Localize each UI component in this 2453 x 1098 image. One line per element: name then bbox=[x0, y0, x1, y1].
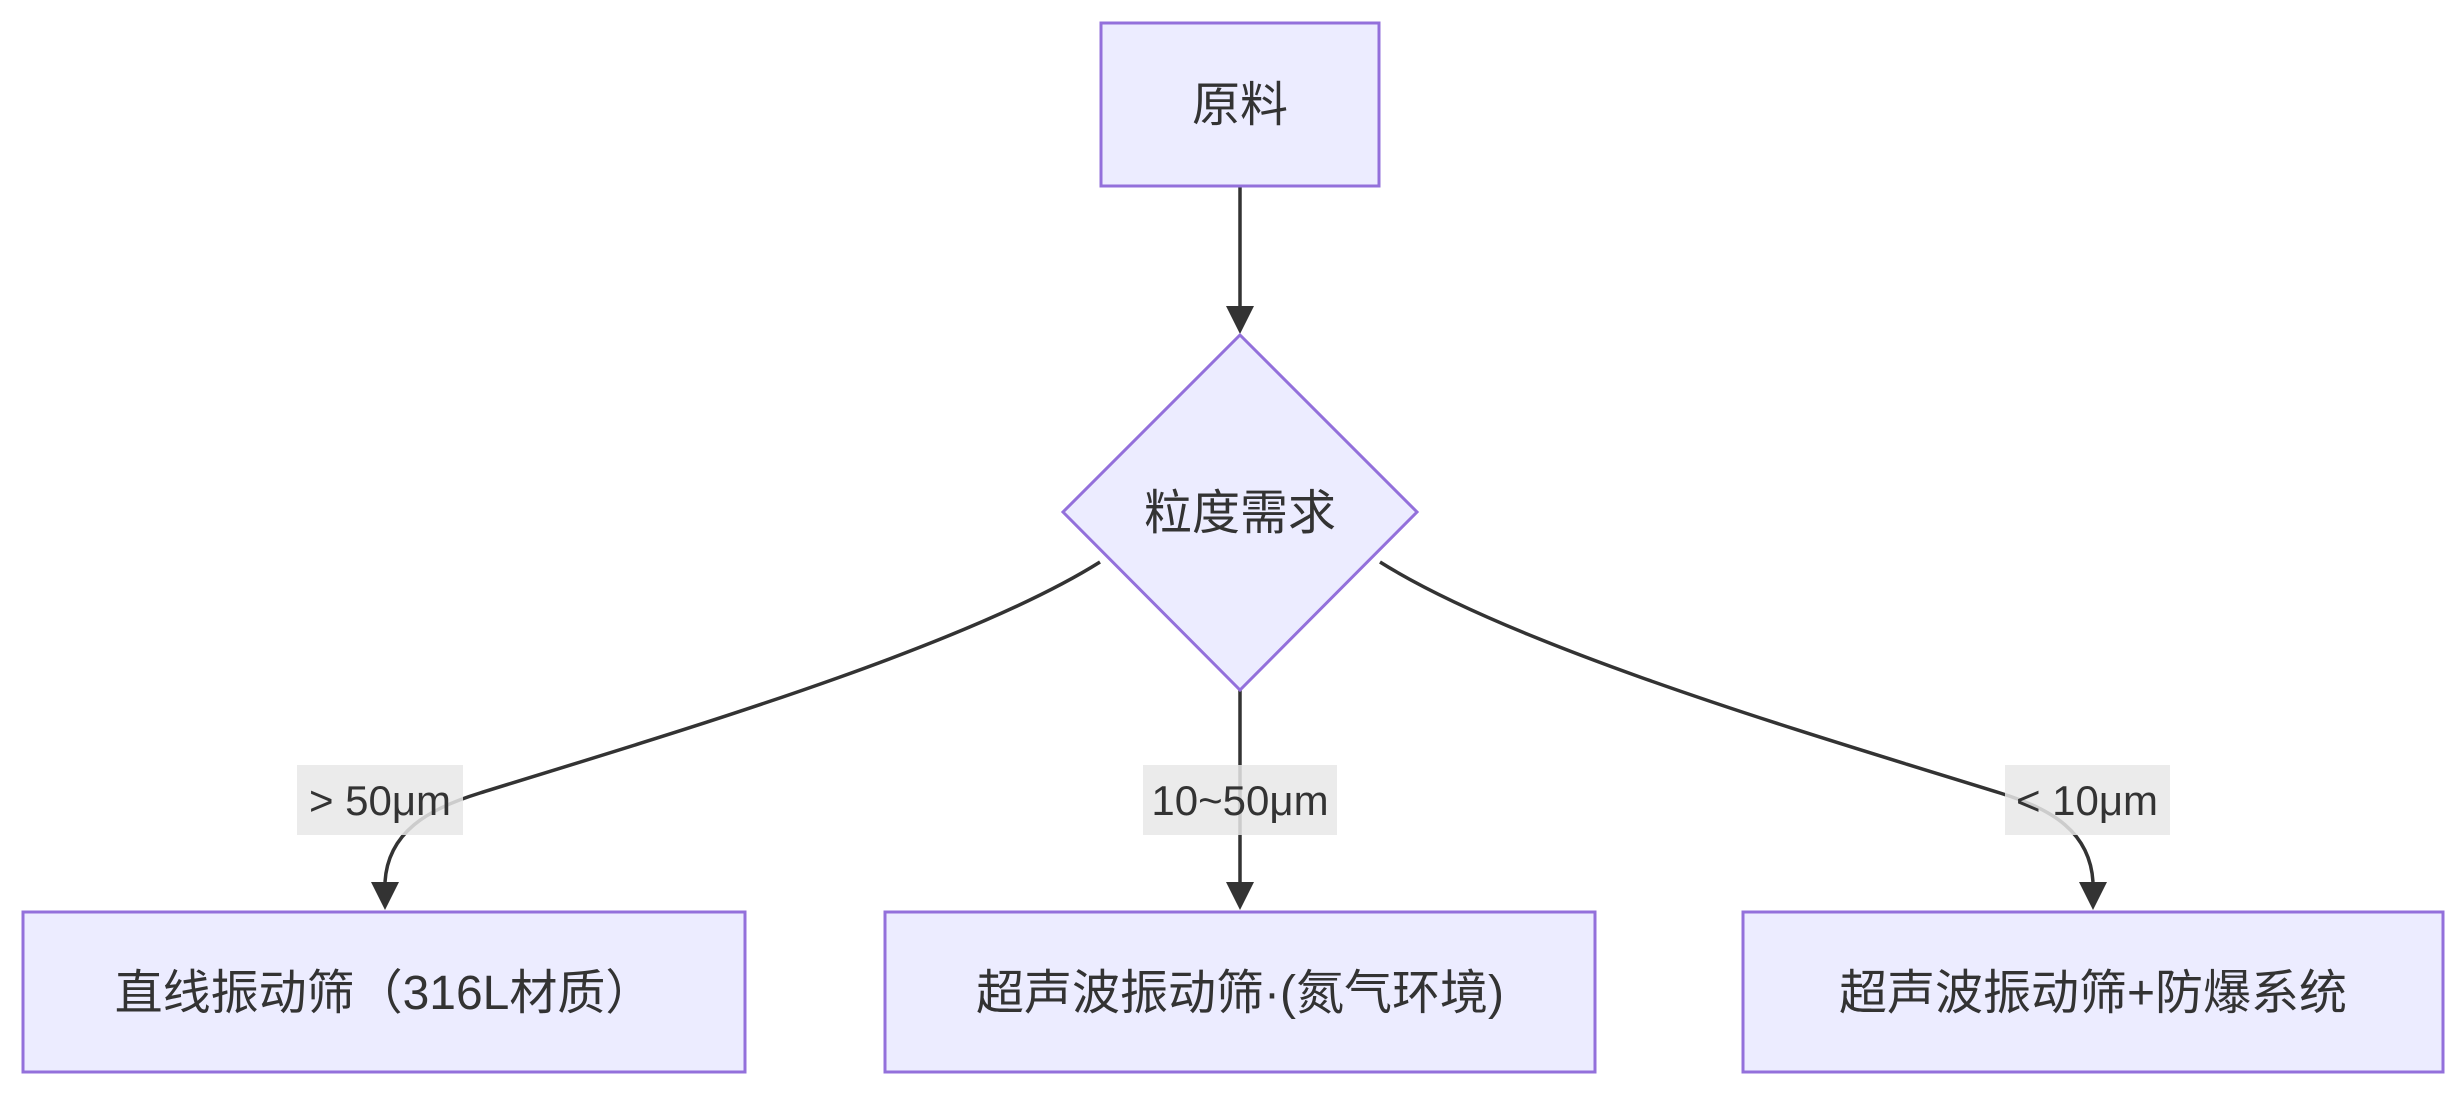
edge-label-background bbox=[2005, 765, 2170, 835]
node-start-shape bbox=[1099, 21, 1381, 188]
node-result-left: 直线振动筛（316L材质） bbox=[21, 910, 747, 1074]
node-start: 原料 bbox=[1099, 21, 1381, 188]
edge-label-10to50: 10~50μm bbox=[1143, 765, 1337, 835]
arrowhead-icon bbox=[1226, 882, 1254, 910]
edge-start-to-decision bbox=[1226, 186, 1254, 334]
edge-label-text: > 50μm bbox=[309, 777, 451, 824]
edge-curve-left bbox=[383, 560, 1101, 883]
edge-label-background bbox=[1143, 765, 1337, 835]
node-result-right-label: 超声波振动筛+防爆系统 bbox=[1839, 967, 2347, 1020]
node-result-right-shape bbox=[1741, 910, 2445, 1074]
node-start-label: 原料 bbox=[1192, 79, 1288, 132]
edge-label-background bbox=[297, 765, 463, 835]
arrowhead-icon bbox=[1226, 306, 1254, 334]
node-result-left-shape bbox=[21, 910, 747, 1074]
node-decision-label: 粒度需求 bbox=[1144, 487, 1336, 540]
node-decision: 粒度需求 bbox=[1060, 332, 1420, 693]
edge-label-gt50: > 50μm bbox=[297, 765, 463, 835]
node-result-middle-label: 超声波振动筛·(氮气环境) bbox=[976, 967, 1504, 1020]
edge-decision-to-right bbox=[1379, 560, 2107, 910]
edge-curve-right bbox=[1379, 560, 2095, 883]
edge-label-text: < 10μm bbox=[2016, 777, 2158, 824]
edge-label-lt10: < 10μm bbox=[2005, 765, 2170, 835]
node-result-middle: 超声波振动筛·(氮气环境) bbox=[883, 910, 1597, 1074]
arrowhead-icon bbox=[371, 882, 399, 910]
node-decision-shape bbox=[1060, 332, 1420, 693]
node-result-right: 超声波振动筛+防爆系统 bbox=[1741, 910, 2445, 1074]
edge-decision-to-left bbox=[371, 560, 1101, 910]
arrowhead-icon bbox=[2079, 882, 2107, 910]
node-result-middle-shape bbox=[883, 910, 1597, 1074]
node-result-left-label: 直线振动筛（316L材质） bbox=[115, 967, 654, 1020]
edge-label-text: 10~50μm bbox=[1151, 777, 1328, 824]
